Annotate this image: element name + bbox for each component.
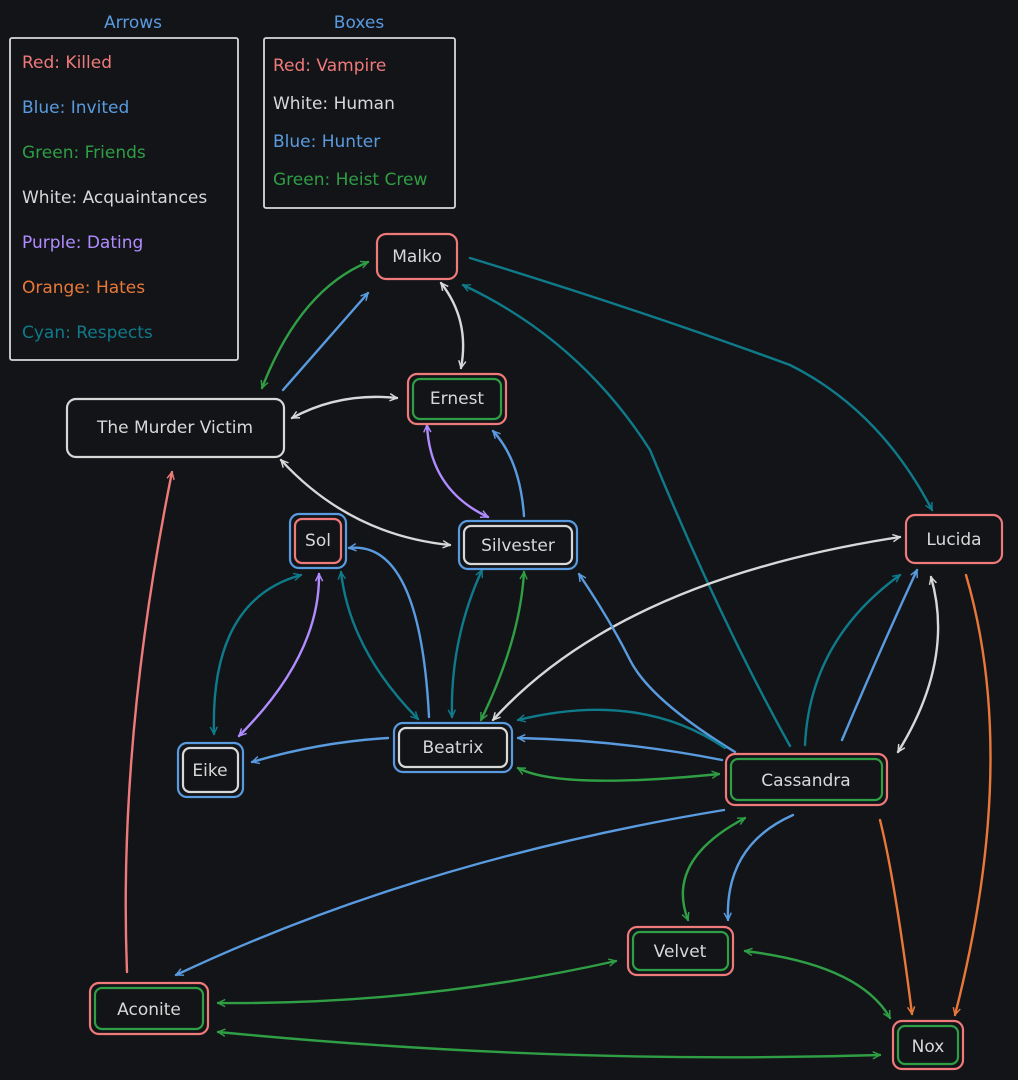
edge-cassandra-velvet-green (683, 816, 745, 920)
node-silvester-label: Silvester (481, 536, 555, 556)
boxes-legend-title: Boxes (334, 13, 385, 33)
arrows-legend-box (9, 37, 239, 361)
edge-sol-eike-cyan (214, 575, 301, 736)
node-aconite[interactable]: Aconite (88, 981, 210, 1036)
legend-arrow-green: Green: Friends (22, 143, 146, 163)
edge-malko-lucida-cyan (468, 256, 934, 510)
node-lucida[interactable]: Lucida (904, 513, 1004, 565)
node-velvet[interactable]: Velvet (626, 925, 735, 977)
node-eike[interactable]: Eike (176, 741, 245, 799)
nodes: Malko Ernest The Murder Victim Sol Silve… (65, 232, 1004, 1071)
edge-aconite-nox-green (218, 1032, 882, 1057)
edge-malko-ernest-white (439, 283, 463, 368)
arrows-legend: Arrows Red: Killed Blue: Invited Green: … (9, 13, 239, 361)
edge-silvester-ernest-blue (491, 429, 526, 518)
edge-velvet-nox-green (745, 951, 892, 1018)
edge-cassandra-velvet-blue (728, 813, 795, 922)
legend-box-green: Green: Heist Crew (273, 170, 427, 190)
node-malko-label: Malko (392, 247, 441, 267)
node-beatrix-label: Beatrix (423, 738, 484, 758)
edge-sol-eike-purple (237, 572, 319, 738)
edge-cassandra-aconite-blue (176, 808, 726, 977)
edge-beatrix-eike-blue (252, 736, 390, 762)
edge-cassandra-malko-cyan (463, 283, 792, 748)
edge-victim-silvester-white (279, 458, 450, 545)
edge-cassandra-silvester-blue (577, 574, 737, 754)
edge-lucida-beatrix-white (491, 537, 900, 722)
edge-beatrix-cassandra-green (518, 766, 719, 782)
node-cassandra[interactable]: Cassandra (724, 752, 889, 807)
node-sol-label: Sol (305, 531, 331, 551)
legend-box-blue: Blue: Hunter (273, 132, 380, 152)
edge-ernest-silvester-purple (427, 423, 488, 519)
node-beatrix[interactable]: Beatrix (392, 721, 514, 774)
edge-cassandra-lucida-cyan (803, 573, 900, 747)
node-victim-label: The Murder Victim (96, 418, 253, 438)
node-lucida-label: Lucida (926, 530, 981, 550)
edge-cassandra-lucida-blue (840, 570, 919, 742)
node-aconite-label: Aconite (117, 1000, 181, 1020)
edge-lucida-cassandra-white (896, 577, 940, 752)
edge-sol-beatrix-cyan (341, 572, 420, 721)
edge-aconite-victim-red (124, 472, 172, 974)
edge-silvester-beatrix-cyan (452, 570, 484, 719)
node-sol[interactable]: Sol (288, 512, 348, 570)
legend-box-white: White: Human (273, 94, 395, 114)
arrows-legend-title: Arrows (104, 13, 162, 33)
edge-cassandra-nox-orange (878, 818, 912, 1014)
node-eike-label: Eike (192, 761, 227, 781)
edge-silvester-beatrix-green (479, 570, 524, 720)
edge-victim-malko-green (262, 262, 368, 388)
legend-arrow-orange: Orange: Hates (22, 278, 145, 298)
edge-lucida-nox-orange (955, 573, 992, 1015)
node-nox-label: Nox (912, 1037, 945, 1057)
edge-beatrix-sol-blue (349, 548, 431, 719)
legend-arrow-blue: Blue: Invited (22, 98, 129, 118)
node-malko[interactable]: Malko (375, 232, 459, 281)
edge-aconite-velvet-green (216, 961, 616, 1003)
boxes-legend: Boxes Red: Vampire White: Human Blue: Hu… (263, 13, 456, 209)
legend-arrow-white: White: Acquaintances (22, 188, 207, 208)
edge-victim-ernest-white (292, 397, 397, 420)
edge-cassandra-beatrix-cyan (518, 708, 727, 750)
edge-cassandra-beatrix-blue (516, 738, 724, 762)
legend-arrow-red: Red: Killed (22, 53, 112, 73)
node-ernest[interactable]: Ernest (406, 372, 508, 426)
legend-arrow-cyan: Cyan: Respects (22, 323, 153, 343)
node-silvester[interactable]: Silvester (457, 519, 579, 571)
legend-box-red: Red: Vampire (273, 56, 386, 76)
boxes-legend-box (263, 37, 456, 209)
edge-victim-malko-blue (281, 293, 370, 392)
node-nox[interactable]: Nox (891, 1019, 965, 1071)
legend-arrow-purple: Purple: Dating (22, 233, 143, 253)
node-ernest-label: Ernest (430, 389, 485, 409)
node-velvet-label: Velvet (654, 942, 707, 962)
node-victim[interactable]: The Murder Victim (65, 397, 286, 459)
node-cassandra-label: Cassandra (761, 771, 850, 791)
edges (124, 256, 992, 1057)
